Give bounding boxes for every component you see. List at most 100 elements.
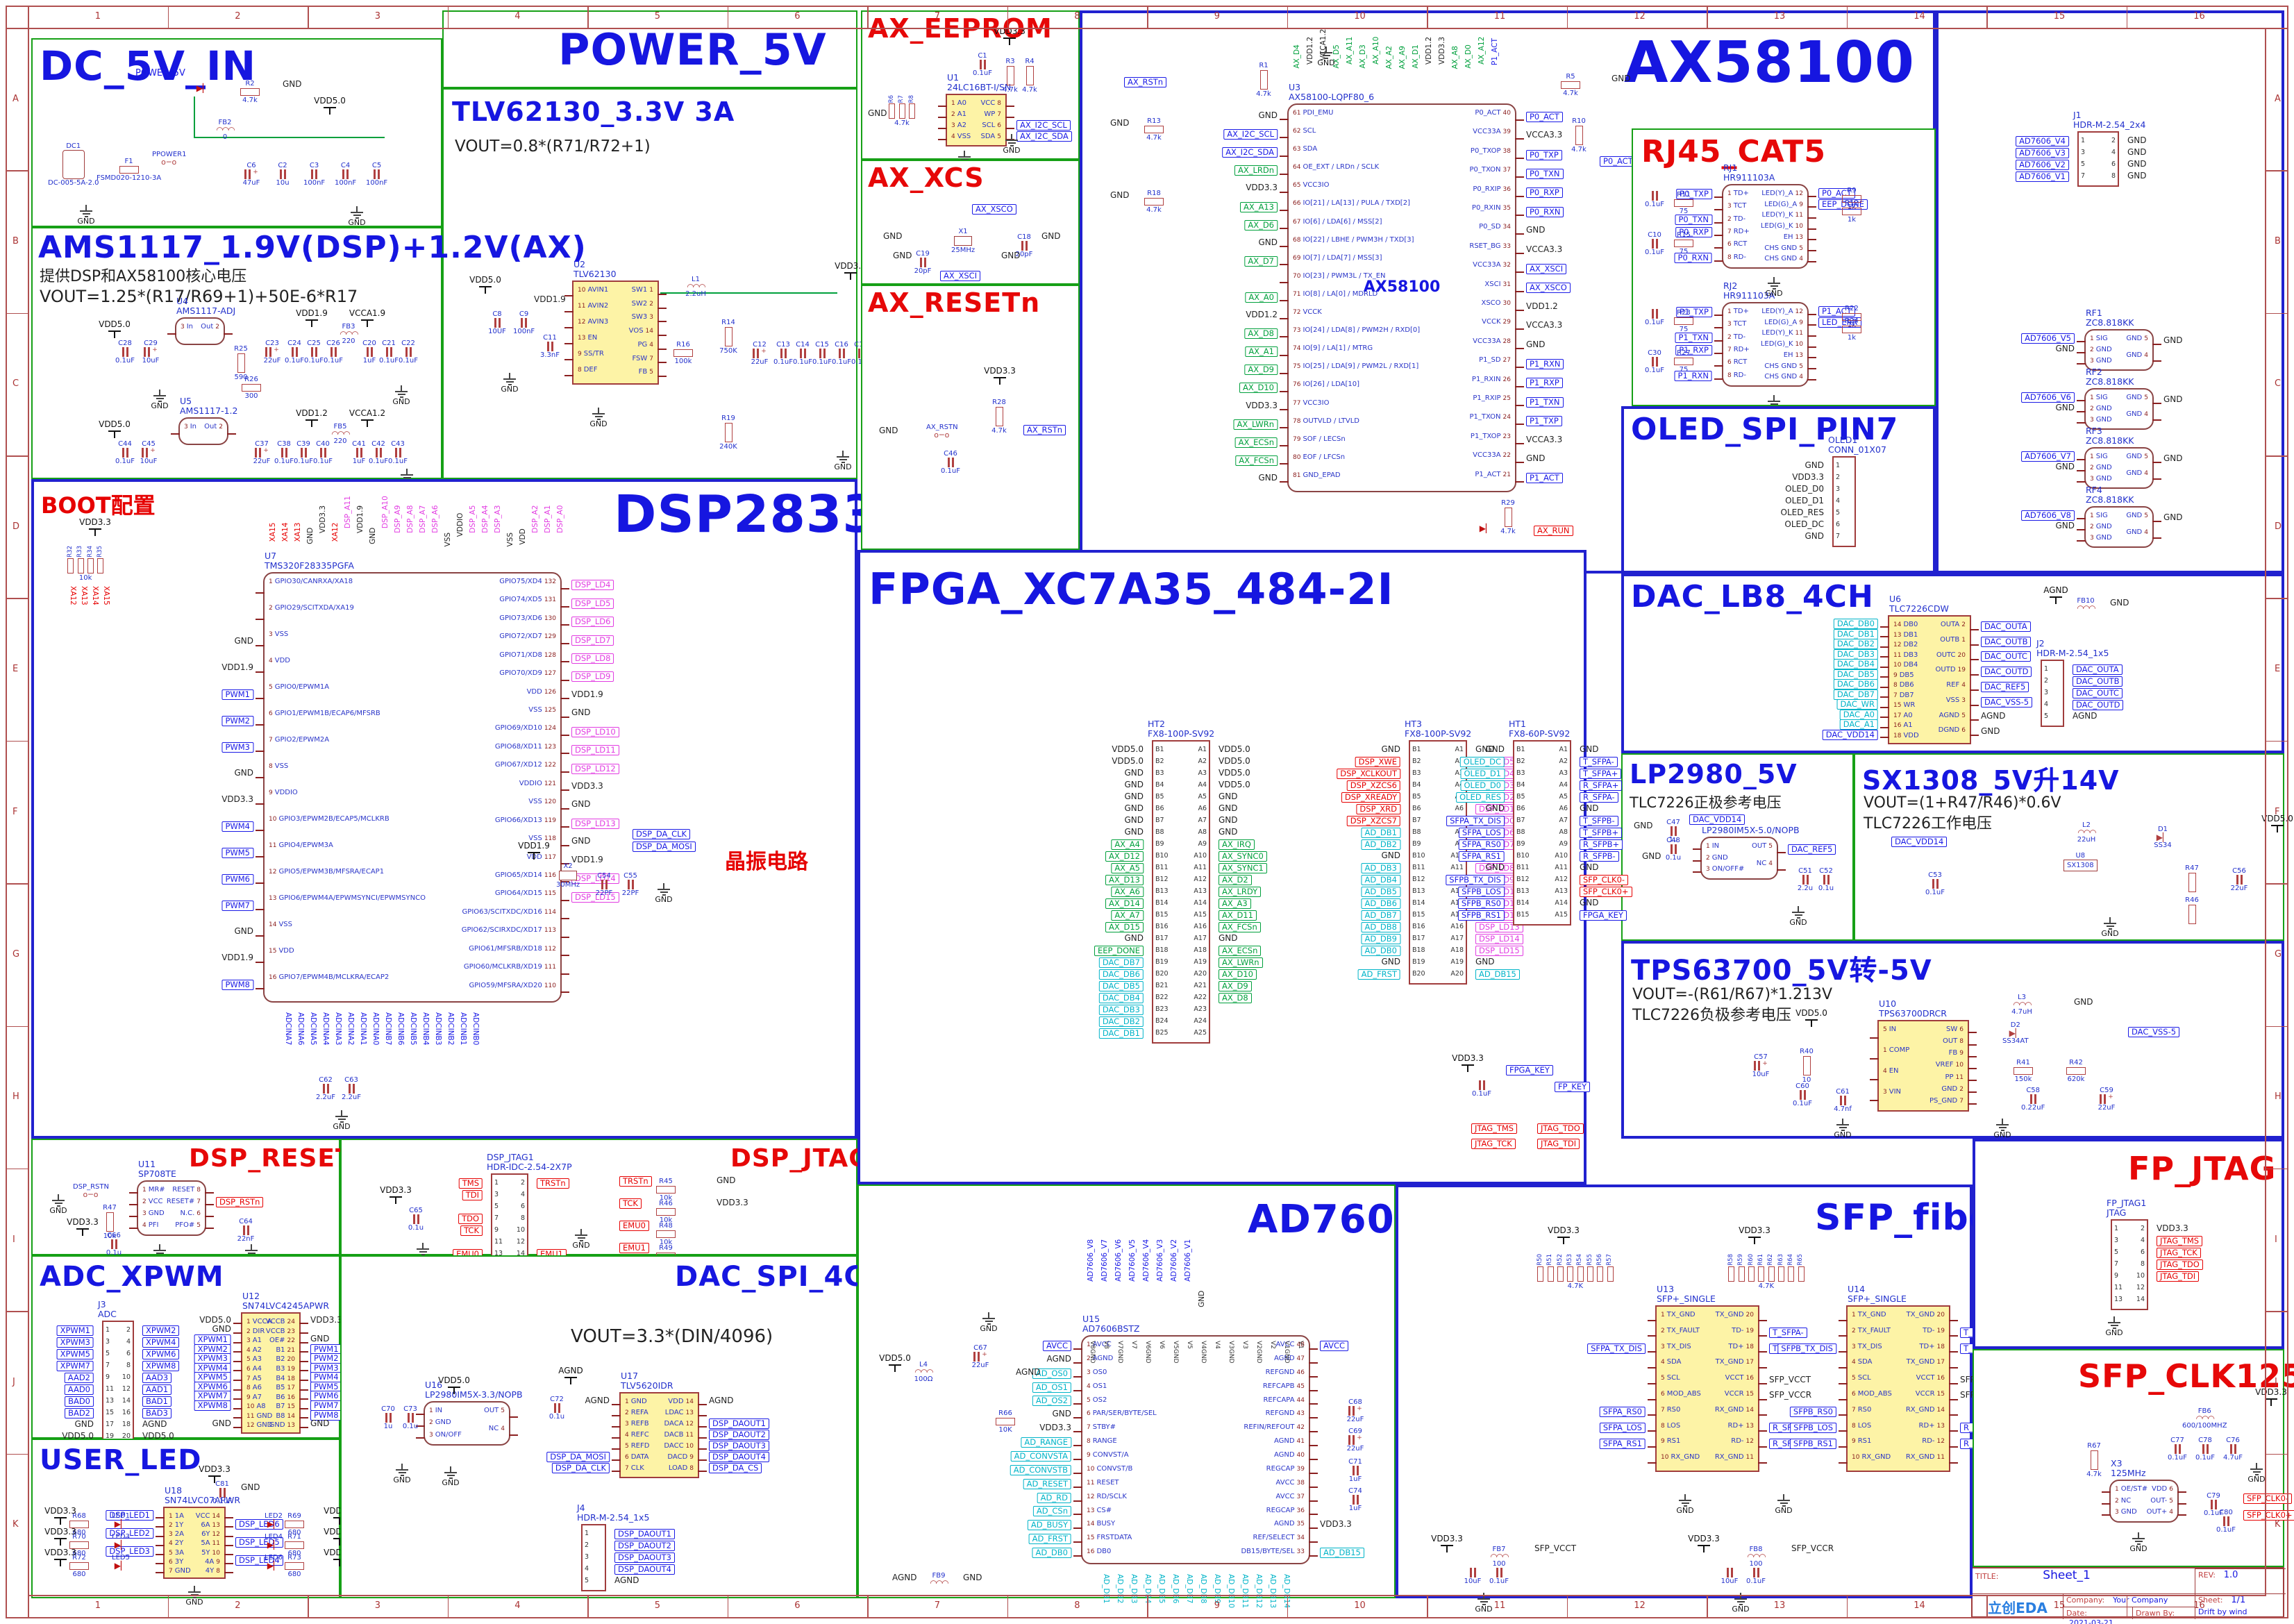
- part-cap[interactable]: 0.1uF: [1471, 1080, 1492, 1098]
- part-cap[interactable]: 10uF: [1719, 1568, 1740, 1585]
- part-C29[interactable]: C29+10uF: [142, 340, 160, 365]
- part-FB5[interactable]: FB5◠◠◠220: [331, 423, 350, 445]
- part-cap[interactable]: 0.1uF: [1644, 309, 1665, 326]
- part-L2[interactable]: L2◠◠◠22uH: [2077, 821, 2097, 844]
- part-D2[interactable]: D2▶▏SS34AT: [2002, 1021, 2029, 1045]
- part-C6[interactable]: C6+47uF: [242, 162, 260, 187]
- part-FB8[interactable]: FB8◠◠◠100: [1747, 1546, 1766, 1568]
- part-led[interactable]: ▶▏: [1479, 524, 1493, 533]
- part-FB3[interactable]: FB3◠◠◠220: [340, 323, 358, 345]
- part-led[interactable]: ▶▏: [196, 83, 210, 93]
- part-LED1[interactable]: LED1▶▏: [112, 1512, 130, 1529]
- part-LED3[interactable]: LED3▶▏: [112, 1533, 130, 1550]
- part-LED6[interactable]: LED6▶▏: [265, 1554, 283, 1571]
- part-C45[interactable]: C45+10uF: [140, 440, 158, 465]
- part-cap[interactable]: 10uF: [1462, 1568, 1483, 1585]
- part-cap[interactable]: 0.1uF: [1489, 1568, 1509, 1585]
- part-FB7[interactable]: FB7◠◠◠100: [1490, 1546, 1509, 1568]
- connector-HT3[interactable]: B1A1B2A2B3A3B4A4B5A5B6A6B7A7B8A8B9A9B10A…: [1409, 740, 1467, 985]
- part-LED5[interactable]: LED5▶▏: [112, 1554, 130, 1571]
- part-D1[interactable]: D1▶▏SS34: [2154, 826, 2172, 849]
- part-C69[interactable]: C69+22uF: [1346, 1428, 1364, 1453]
- part-LED4[interactable]: LED4▶▏: [265, 1533, 283, 1550]
